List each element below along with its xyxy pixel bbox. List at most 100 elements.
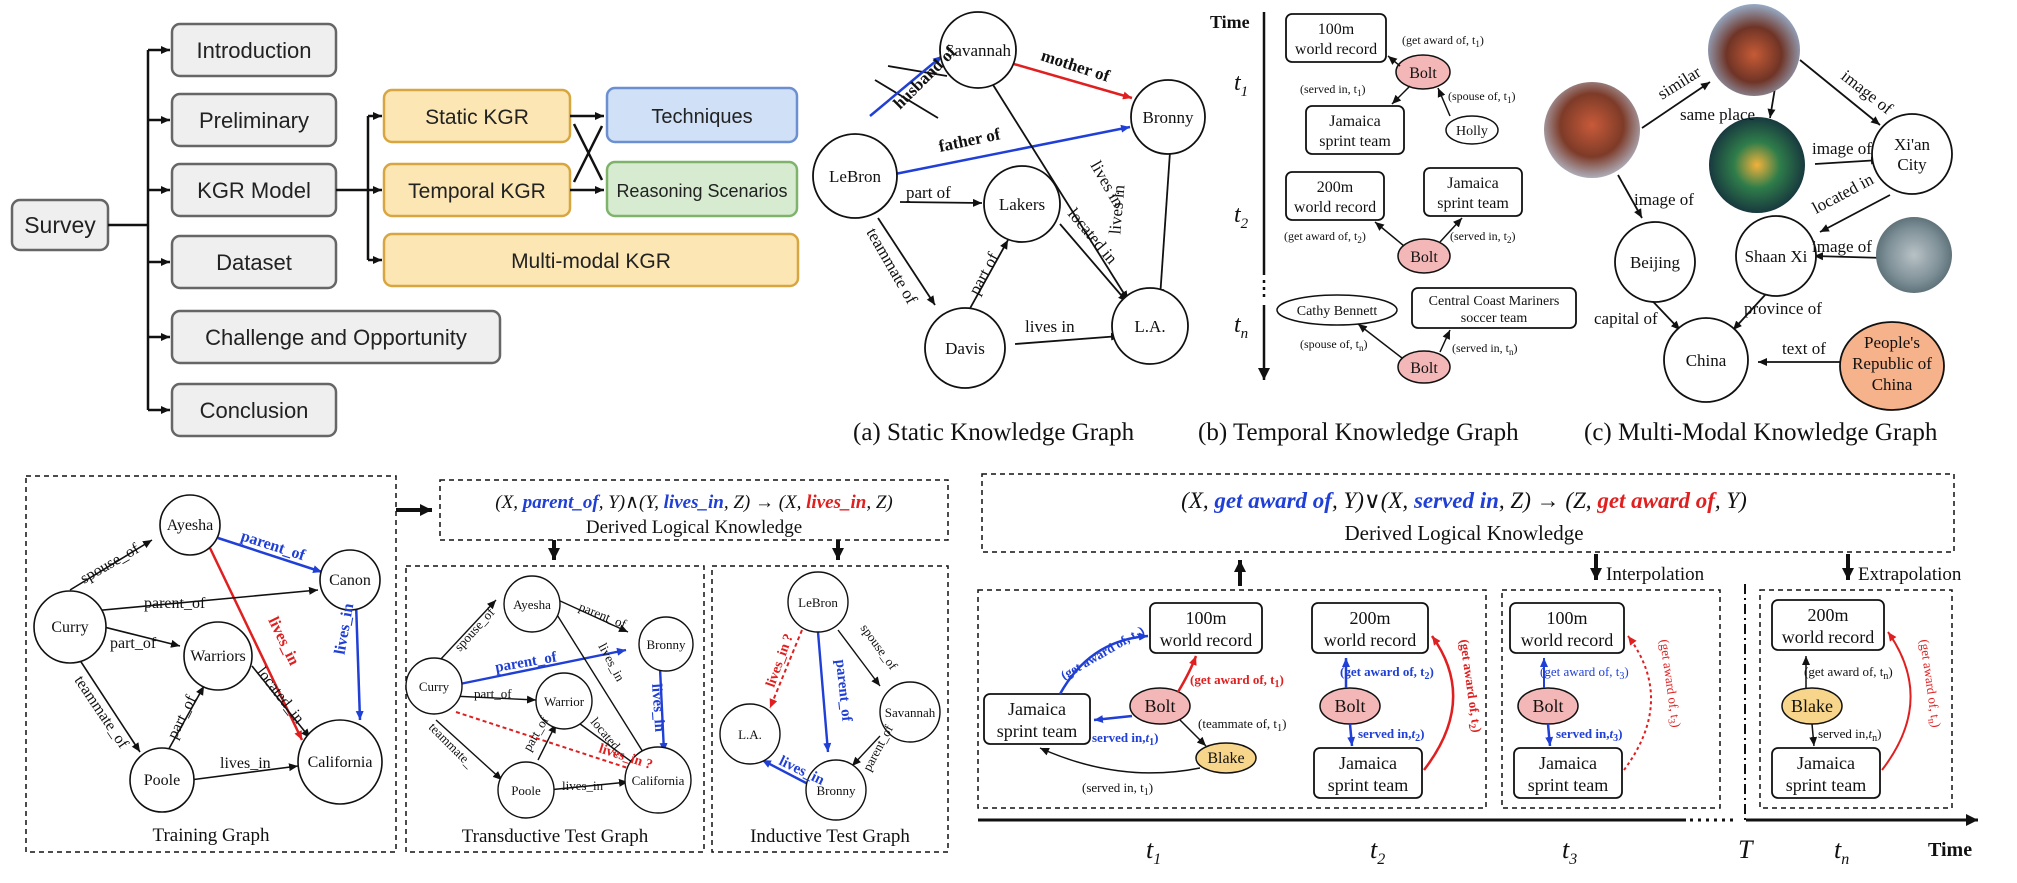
trans-caption: Transductive Test Graph [462,826,649,847]
p3-jst-line1: Jamaica [1539,753,1597,773]
p1-jst-line2: sprint team [997,721,1077,741]
label-similar: similar [1654,62,1704,103]
node-davis-label: Davis [945,339,985,358]
t1-holly [1445,115,1499,145]
temporal-t1: t1 [1234,70,1248,100]
train-canon-label: Canon [329,572,371,589]
train-label-part-1: part_of [110,635,157,652]
p1-blake [1195,742,1257,774]
train-label-lives-blue: lives_in [332,602,358,656]
static-edges [869,55,1171,345]
panel-t3 [1501,589,1721,809]
caption-static: (a) Static Knowledge Graph [853,419,1135,446]
training-graph: Ayesha Canon Curry Warriors Poole Califo… [25,475,432,853]
train-node-warriors [183,621,253,691]
p1-100m-line2: world record [1160,630,1252,650]
ind-bronny-label: Bronny [817,783,857,798]
p1-edge-teammate: (teammate of, t1) [1198,716,1286,734]
t1-holly-label: Holly [1456,124,1488,139]
node-lakers [983,165,1061,243]
train-node-california [297,719,383,805]
ind-node-savannah [879,681,941,743]
pn-edge-served: served in,tn) [1818,726,1882,744]
p2-bolt-label: Bolt [1334,696,1365,716]
trans-label-lives-1: lives_in [595,640,628,684]
model-trunk [336,116,370,260]
tree-temporal-label: Temporal KGR [408,180,546,203]
reasoning-time-label: Time [1928,839,1972,861]
edge-lives-in-2 [989,79,1129,301]
t2-200m-line2: world record [1294,199,1376,216]
node-savannah [939,11,1017,89]
t2-jst-line1: Jamaica [1447,175,1499,192]
trans-node-california [624,746,692,814]
p3-bolt-label: Bolt [1532,696,1563,716]
label-image-of-4: image of [1812,237,1872,256]
pn-200m-line2: world record [1782,627,1874,647]
p2-edge-served: served in,t2) [1358,726,1424,744]
node-bronny-label: Bronny [1143,108,1195,127]
label-teammate-of: teammate of [863,225,922,308]
tn-ccm-line2: soccer team [1461,311,1528,326]
tree-multimodal-kgr [382,232,800,288]
node-shaanxi [1735,215,1817,297]
node-savannah-label: Savannah [945,41,1012,60]
ind-label-lives: lives_in [776,753,827,789]
p1-bolt [1129,687,1191,725]
derived-rule-1: (X, parent_of, Y)∧(Y, lives_in, Z) → (X,… [439,479,949,560]
tree-multimodal-label: Multi-modal KGR [511,250,671,273]
pn-edge-award-red: (get award of, tn) [1914,638,1944,728]
label-part-of-1: part of [906,183,951,202]
temporal-kg: Time t1 t2 tn 100m world record Bolt (ge… [1210,12,1577,384]
label-father-of: father of [937,124,1002,156]
cross-arrows [570,112,604,194]
node-prc-line3: China [1872,375,1913,394]
p2-200m-line2: world record [1324,630,1416,650]
edge-part-of-2 [967,239,1009,313]
tree-techniques-label: Techniques [651,106,752,128]
label-lives-in-1: lives in [1025,317,1075,336]
tn-edge-served: (served in, tn) [1452,341,1517,357]
trans-node-warrior [535,672,593,730]
trans-label-spouse: spouse_of [451,604,498,654]
t1-bolt [1395,54,1451,90]
tree-item-label: Challenge and Opportunity [205,325,467,350]
tree-trunk [108,50,150,410]
p2-jst-line1: Jamaica [1339,753,1397,773]
edge-teammate-of [877,217,936,306]
t2-edge-award: (get award of, t2) [1284,229,1366,245]
caption-temporal: (b) Temporal Knowledge Graph [1198,419,1519,446]
p2-edge-award-red: (get award of, t2) [1454,638,1485,733]
pn-jst-line1: Jamaica [1797,753,1855,773]
tree-item-introduction [170,22,338,78]
tree-item-dataset [170,234,338,290]
derived-rule-2: (X, get award of, Y)∨(X, served in, Z) →… [981,473,1955,553]
temporal-t2: t2 [1234,202,1249,232]
trans-california-label: California [632,773,685,788]
survey-tree: Survey Introduction Preliminary KGR Mode… [10,22,800,438]
label-same-place: same place [1680,105,1755,124]
photo-landscape [1876,217,1952,293]
t2-jst-line2: sprint team [1437,195,1509,212]
label-lives-in-3: lives in [1105,184,1128,236]
train-label-parent-2: parent_of [144,595,206,612]
train-label-parent-1: parent_of [239,528,308,565]
train-label-lives-red: lives_in [264,614,302,668]
pn-edge-award: (get award of, tn) [1804,664,1893,682]
tn-bolt [1397,350,1451,384]
trans-label-parent-1: parent_of [577,599,629,632]
t1-edge-award: (get award of, t1) [1402,33,1484,49]
p2-edge-award: (get award of, t2) [1340,664,1434,682]
p3-100m-line2: world record [1521,630,1613,650]
node-shaanxi-label: Shaan Xi [1745,247,1808,266]
train-label-part-2: part_of [164,692,200,742]
p3-edge-award-red: (get award of, t3) [1654,638,1684,728]
node-prc-line1: People's [1864,333,1920,352]
panel-tn [1759,589,1953,809]
p2-jst-line2: sprint team [1328,775,1408,795]
node-xian-line2: City [1897,155,1927,174]
train-poole-label: Poole [144,772,180,789]
t1-jst-box [1305,105,1405,155]
